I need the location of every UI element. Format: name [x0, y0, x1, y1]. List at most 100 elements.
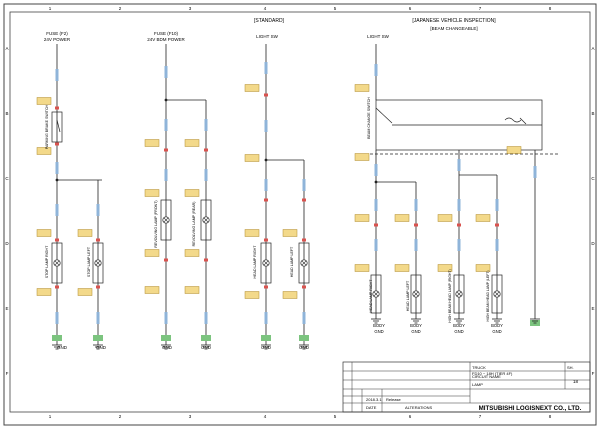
tb-page-value: 18 [573, 379, 579, 384]
lamp-icon [413, 291, 419, 297]
connector-tag [144, 139, 160, 147]
tb-rev-note: Release [386, 397, 401, 402]
gnd-label-3: GND [162, 345, 173, 350]
lamp-icon [263, 260, 269, 266]
ground-tag [161, 335, 171, 341]
parking-brake-switch-label: PARKING BRAKE SWITCH [45, 104, 49, 149]
switch-contact [375, 107, 393, 124]
connector-tag [244, 229, 260, 237]
pin-mark [264, 285, 268, 289]
connector-tag [244, 84, 260, 92]
switch-contact [519, 117, 527, 125]
wire-tag [55, 162, 59, 174]
lamp-box [260, 242, 272, 284]
title-block: TRUCK FD10 ~ 18H (TIER 4F) CIRCUIT NAME … [342, 361, 591, 413]
lamp-icon [301, 260, 307, 266]
wire-tag [457, 239, 461, 251]
column-marker: 5 [334, 6, 337, 11]
header-standard: [STANDARD] [254, 18, 285, 24]
column-marker: 3 [189, 6, 192, 11]
connector-tag [475, 214, 491, 222]
lamp-icon [456, 291, 462, 297]
lamp-icon [95, 260, 101, 266]
body-gnd-label-2a: BODY [410, 323, 422, 328]
wire-tag [457, 199, 461, 211]
column-marker: 1 [49, 6, 52, 11]
pin-mark [495, 223, 499, 227]
pin-mark [96, 285, 100, 289]
column-marker: 1 [49, 414, 52, 419]
body-gnd-label-4a: BODY [491, 323, 503, 328]
lamp-label-head-left-2: HEAD LAMP LEFT [406, 280, 410, 311]
tb-alterations-label: ALTERATIONS [405, 405, 433, 410]
body-gnd-label-2b: GND [411, 329, 420, 334]
pin-mark [164, 148, 168, 152]
wire-tag [495, 239, 499, 251]
lamp-icon [163, 217, 169, 223]
row-marker: D [591, 241, 595, 246]
lamp-box [51, 242, 63, 284]
connector-tag [244, 291, 260, 299]
pin-mark [302, 198, 306, 202]
connector-tag [36, 229, 52, 237]
connector-tag [36, 97, 52, 105]
pin-mark [204, 148, 208, 152]
connector-tag [184, 189, 200, 197]
connector-tag [475, 264, 491, 272]
wire-tag [264, 62, 268, 74]
lamp-icon [203, 217, 209, 223]
connector-tag [184, 286, 200, 294]
wire-tag [302, 312, 306, 324]
pin-mark [55, 285, 59, 289]
connector-tag [282, 291, 298, 299]
wire-tag [164, 312, 168, 324]
row-marker: F [6, 371, 9, 376]
wire-tag [96, 204, 100, 216]
lamp-label-high-beam-left: HIGH BEAM HEAD LAMP (LEFT) [486, 271, 490, 322]
gnd-label-5: GND [261, 345, 272, 350]
wire-tag [457, 159, 461, 171]
source-fuse-f10: FUSE (F10) [154, 31, 179, 36]
row-marker: B [591, 111, 594, 116]
wire-tag [264, 120, 268, 132]
connector-tag [77, 288, 93, 296]
row-marker: E [591, 306, 594, 311]
wire-tag [204, 169, 208, 181]
source-light-sw-standard: LIGHT SW [256, 34, 278, 39]
wire-tag [164, 119, 168, 131]
gnd-label-1: GND [57, 345, 68, 350]
wire-tag [55, 204, 59, 216]
lamp-box [298, 242, 310, 284]
gnd-label-2: GND [96, 345, 107, 350]
wire-tag [264, 179, 268, 191]
body-gnd-label-1b: GND [374, 329, 383, 334]
pin-mark [55, 238, 59, 242]
wire-tag [204, 312, 208, 324]
body-gnd-label-3b: GND [454, 329, 463, 334]
wire-tag [96, 312, 100, 324]
gnd-label-6: GND [299, 345, 310, 350]
connector-tag [394, 264, 410, 272]
connector-tag [144, 189, 160, 197]
pin-mark [457, 223, 461, 227]
lamp-box [453, 274, 465, 314]
column-marker: 7 [479, 414, 482, 419]
ground-tag [52, 335, 62, 341]
pin-mark [302, 285, 306, 289]
pin-mark [164, 258, 168, 262]
column-marker: 8 [549, 414, 552, 419]
wire-tag [302, 179, 306, 191]
row-marker: C [591, 176, 595, 181]
lamp-label-head-left: HEAD LAMP LEFT [290, 246, 294, 277]
connector-tag [144, 249, 160, 257]
connector-tag [506, 146, 522, 154]
source-fuse-f2-sub: 24V POWER [44, 37, 71, 42]
row-marker: D [5, 241, 9, 246]
wire-tag [374, 239, 378, 251]
row-marker: A [591, 46, 594, 51]
header-japanese-inspection: [JAPANESE VEHICLE INSPECTION] [412, 18, 496, 24]
pin-mark [264, 198, 268, 202]
connector-tag [184, 139, 200, 147]
